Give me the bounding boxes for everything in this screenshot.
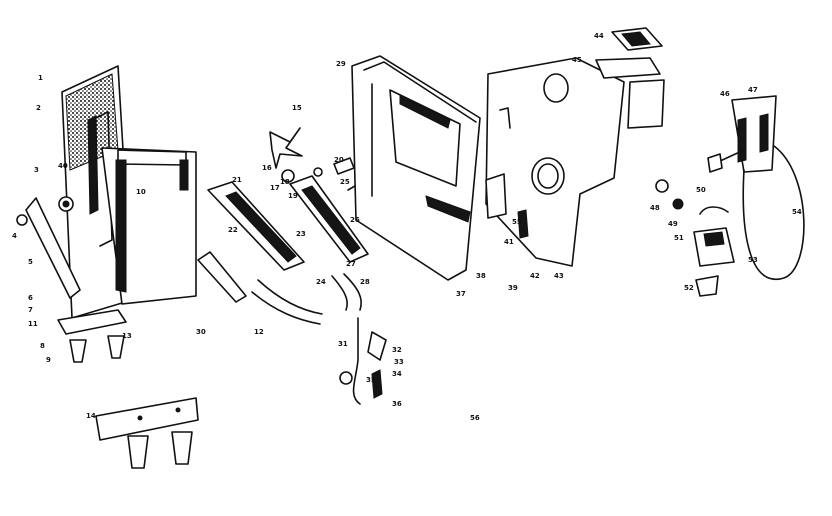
callout-29: 29 [336,60,346,68]
callout-50: 50 [696,186,706,194]
callout-42: 42 [530,272,540,280]
callout-3: 3 [34,166,39,174]
callout-10: 10 [136,188,146,196]
main-housing [485,57,625,267]
curved-duct-center [331,273,362,311]
rear-cabinet-panel [61,65,133,319]
callout-25: 25 [340,178,350,186]
callout-22: 22 [228,226,238,234]
callout-45: 45 [572,56,582,64]
callout-40: 40 [58,162,68,170]
bolt-icon [281,169,295,183]
callout-32: 32 [392,346,402,354]
callout-47: 47 [748,86,758,94]
callout-36: 36 [392,400,402,408]
callout-4: 4 [12,232,17,240]
insulation-panel [101,147,197,305]
callout-41: 41 [504,238,514,246]
callout-19: 19 [288,192,298,200]
outer-case [351,55,481,281]
callout-6: 6 [28,294,33,302]
plug-icon [707,153,723,173]
callout-35: 35 [366,376,376,384]
callout-21: 21 [232,176,242,184]
callout-7: 7 [28,306,33,314]
callout-44: 44 [594,32,604,40]
callout-46: 46 [720,90,730,98]
foot-icon [171,431,193,465]
callout-30: 30 [196,328,206,336]
wiring-harness [339,317,387,405]
callout-16: 16 [262,164,272,172]
terminal-clip [695,275,719,297]
callout-2: 2 [36,104,41,112]
curved-duct-left [251,279,323,325]
callout-34: 34 [392,370,402,378]
foot-icon [107,335,125,359]
callout-28: 28 [360,278,370,286]
callout-13: 13 [122,332,132,340]
fan-icon [269,127,303,169]
callout-39: 39 [508,284,518,292]
callout-37: 37 [456,290,466,298]
round-port-icon [543,73,569,103]
callout-20: 20 [334,156,344,164]
callout-27: 27 [346,260,356,268]
knob-icon [655,179,669,193]
callout-23: 23 [296,230,306,238]
callout-17: 17 [270,184,280,192]
callout-31: 31 [338,340,348,348]
side-trim-strip [16,196,81,299]
callout-54: 54 [792,208,802,216]
callout-52: 52 [684,284,694,292]
callout-1: 1 [38,74,43,82]
fan-blade [269,127,303,169]
transformer-box [693,206,735,267]
callout-48: 48 [650,204,660,212]
callout-38: 38 [476,272,486,280]
evaporator-coil-b [289,175,369,263]
callout-49: 49 [668,220,678,228]
foot-icon [127,435,149,469]
callout-11: 11 [28,320,38,328]
base-plate [95,397,199,441]
foot-icon [69,339,87,363]
callout-14: 14 [86,412,96,420]
washer-icon [313,167,323,177]
callout-8: 8 [40,342,45,350]
callout-15: 15 [292,104,302,112]
control-bracket [731,95,777,173]
callout-55: 55 [512,218,522,226]
callout-26: 26 [350,216,360,224]
thermostat-knob [655,179,684,210]
callout-5: 5 [28,258,33,266]
filter-bar [197,251,247,303]
callout-51: 51 [674,234,684,242]
callout-9: 9 [46,356,51,364]
top-gasket [611,27,663,51]
callout-24: 24 [316,278,326,286]
callout-43: 43 [554,272,564,280]
screw-icon [16,214,28,226]
round-port-icon [531,157,565,195]
leveling-feet-lower [127,431,193,469]
evaporator-coil-a [207,181,305,271]
callout-12: 12 [254,328,264,336]
top-cover-plate [595,57,665,129]
callout-56: 56 [470,414,480,422]
power-cord [707,145,805,281]
bottom-left-bracket [57,309,127,335]
callout-18: 18 [280,178,290,186]
leveling-feet-upper [69,335,125,363]
callout-33: 33 [394,358,404,366]
callout-53: 53 [748,256,758,264]
